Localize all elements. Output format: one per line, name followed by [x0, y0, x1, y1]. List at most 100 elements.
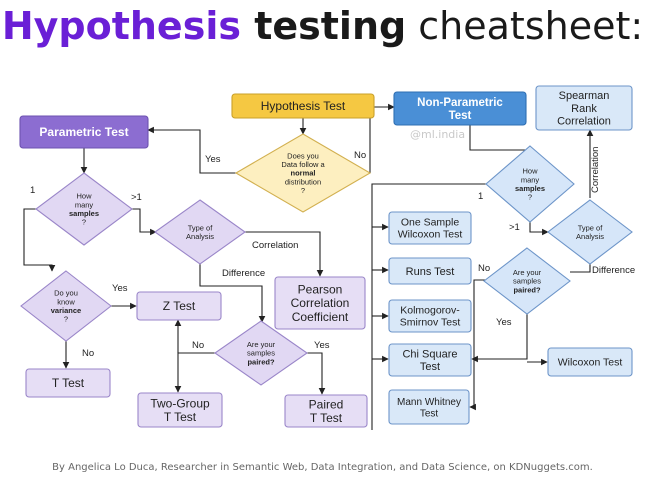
node-shape	[388, 211, 472, 245]
node-label-line: Hypothesis Test	[261, 99, 346, 113]
edge-labels: Yes No 1 >1 Correlation Difference Yes N…	[30, 147, 635, 359]
node-label-line: Are your	[513, 268, 542, 277]
page-title: Hypothesis testing cheatsheet:	[0, 4, 645, 48]
node-label-line: Wilcoxon Test	[398, 229, 463, 241]
node-label-line: paired?	[247, 357, 275, 366]
node-label-line: Smirnov Test	[400, 317, 461, 329]
node-label-line: Do you	[54, 289, 78, 298]
node-runs-test: Runs Test	[388, 257, 472, 285]
label-np-one: 1	[478, 191, 483, 202]
node-shape	[154, 199, 246, 265]
title-cheatsheet: cheatsheet:	[406, 4, 644, 48]
node-label-line: samples	[513, 277, 541, 286]
label-p-one: 1	[30, 185, 35, 196]
node-label-line: ?	[82, 218, 86, 227]
node-label-line: samples	[515, 184, 545, 193]
node-label-line: T Test	[164, 410, 197, 424]
node-shape	[214, 320, 308, 386]
node-label-line: How	[76, 192, 92, 201]
node-shape	[137, 392, 223, 428]
node-parametric-test: Parametric Test	[19, 115, 149, 149]
node-shape	[535, 85, 633, 131]
node-shape	[284, 394, 368, 428]
title-hypothesis: Hypothesis	[1, 4, 241, 48]
node-label-line: ?	[301, 186, 305, 195]
node-hypothesis-test: Hypothesis Test	[231, 93, 375, 119]
node-label-line: Z Test	[163, 299, 196, 313]
label-p-difference: Difference	[222, 268, 265, 279]
node-label-line: Spearman	[559, 90, 610, 102]
node-shape	[19, 115, 149, 149]
edge-paired-no-to-twogroup	[174, 352, 216, 393]
node-label-line: Mann Whitney	[397, 397, 461, 408]
label-p-gt1: >1	[131, 192, 142, 203]
edge-nonparametric-to-npsamples	[469, 125, 534, 152]
node-label-line: T Test	[310, 411, 343, 425]
label-var-no: No	[82, 348, 94, 359]
node-shape	[485, 145, 575, 223]
node-label-line: One Sample	[401, 217, 460, 229]
node-label-line: Wilcoxon Test	[558, 357, 623, 369]
node-label-line: many	[521, 175, 540, 184]
node-label-line: Test	[449, 110, 472, 122]
node-label-line: Test	[420, 361, 440, 373]
node-shape	[388, 389, 470, 425]
node-label-line: Runs Test	[406, 266, 455, 278]
node-label-line: Correlation	[557, 116, 611, 128]
node-label-line: Paired	[309, 397, 344, 411]
node-label-line: Kolmogorov-	[400, 305, 460, 317]
node-shape	[547, 199, 633, 265]
node-label-line: Test	[420, 408, 439, 419]
title-testing: testing	[240, 4, 407, 48]
label-p-correlation: Correlation	[252, 240, 298, 251]
node-shape	[234, 133, 372, 213]
node-shape	[388, 299, 472, 333]
node-label-line: How	[522, 167, 538, 176]
watermark: @ml.india	[410, 128, 466, 141]
node-label-line: distribution	[285, 177, 321, 186]
node-label-line: Pearson	[298, 282, 343, 296]
node-label-line: Two-Group	[150, 396, 210, 410]
node-shape	[20, 270, 112, 342]
node-label-line: Analysis	[186, 232, 214, 241]
node-shape	[136, 291, 222, 321]
label-pair-no: No	[192, 340, 204, 351]
label-np-pair-no: No	[478, 263, 490, 274]
node-label-line: Correlation	[291, 296, 350, 310]
label-np-correlation: Correlation	[590, 147, 601, 193]
label-np-pair-yes: Yes	[496, 317, 512, 328]
node-shape	[393, 91, 527, 126]
node-shape	[388, 257, 472, 285]
node-kolmogorov: Kolmogorov-Smirnov Test	[388, 299, 472, 333]
edge-type-to-pearson	[242, 231, 324, 277]
label-pair-yes: Yes	[314, 340, 330, 351]
node-label-line: Type of	[578, 223, 604, 232]
node-label-line: samples	[69, 209, 99, 218]
node-label-line: Are your	[247, 340, 276, 349]
node-label-line: Does you	[287, 151, 319, 160]
node-t-test: T Test	[25, 368, 111, 398]
edge-normal-to-parametric	[147, 126, 240, 174]
footer-credit: By Angelica Lo Duca, Researcher in Seman…	[52, 462, 593, 473]
node-wilcoxon-test: Wilcoxon Test	[547, 347, 633, 377]
node-shape	[483, 247, 571, 315]
node-z-test: Z Test	[136, 291, 222, 321]
node-label-line: normal	[290, 169, 315, 178]
node-label-line: Parametric Test	[39, 125, 128, 139]
label-no-normal: No	[354, 150, 366, 161]
